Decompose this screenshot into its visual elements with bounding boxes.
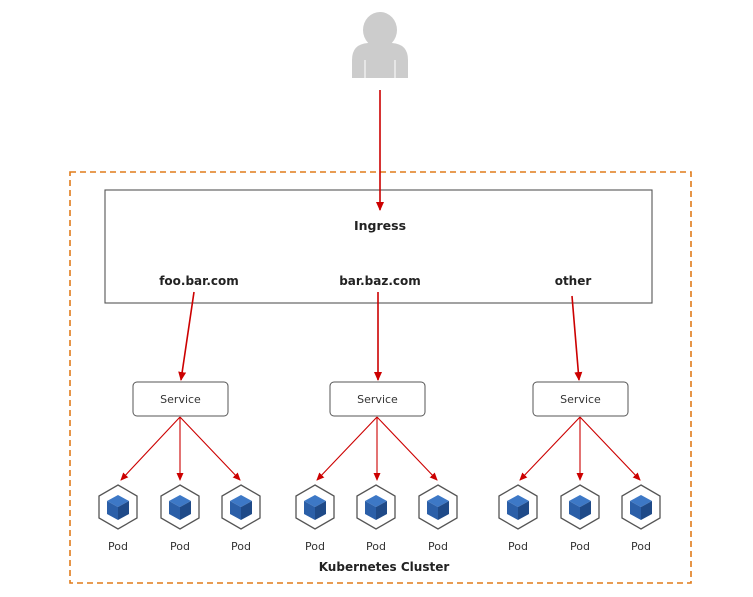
pod-icon	[295, 484, 335, 530]
host-other-to-service-arrow	[571, 295, 583, 381]
ingress-title: Ingress	[354, 218, 406, 233]
service-3-to-pods-arrows	[519, 416, 641, 481]
ingress-host-other: other	[555, 274, 592, 288]
pod-label: Pod	[631, 540, 651, 553]
pod-3-2: Pod	[560, 484, 600, 553]
pod-1-1: Pod	[98, 484, 138, 553]
pod-icon	[98, 484, 138, 530]
ingress-host-bar: bar.baz.com	[339, 274, 421, 288]
service-1-label: Service	[160, 393, 201, 406]
pod-2-1: Pod	[295, 484, 335, 553]
service-1: Service	[132, 381, 229, 417]
pod-icon	[560, 484, 600, 530]
pod-3-1: Pod	[498, 484, 538, 553]
service-2: Service	[329, 381, 426, 417]
service-3-label: Service	[560, 393, 601, 406]
pod-icon	[356, 484, 396, 530]
service-3: Service	[532, 381, 629, 417]
service-2-label: Service	[357, 393, 398, 406]
pod-label: Pod	[428, 540, 448, 553]
pod-2-3: Pod	[418, 484, 458, 553]
pod-label: Pod	[366, 540, 386, 553]
host-foo-to-service-arrow	[178, 291, 195, 381]
cluster-label: Kubernetes Cluster	[319, 560, 450, 574]
pod-icon	[221, 484, 261, 530]
pod-label: Pod	[508, 540, 528, 553]
ingress-host-foo: foo.bar.com	[159, 274, 239, 288]
pod-icon	[498, 484, 538, 530]
service-1-to-pods-arrows	[120, 416, 241, 481]
service-2-to-pods-arrows	[316, 416, 438, 481]
pod-label: Pod	[108, 540, 128, 553]
pod-3-3: Pod	[621, 484, 661, 553]
pod-label: Pod	[570, 540, 590, 553]
pod-1-3: Pod	[221, 484, 261, 553]
pod-2-2: Pod	[356, 484, 396, 553]
pod-icon	[621, 484, 661, 530]
pod-1-2: Pod	[160, 484, 200, 553]
pod-label: Pod	[231, 540, 251, 553]
pod-label: Pod	[305, 540, 325, 553]
pod-label: Pod	[170, 540, 190, 553]
pod-icon	[418, 484, 458, 530]
user-icon	[352, 12, 408, 78]
pod-icon	[160, 484, 200, 530]
